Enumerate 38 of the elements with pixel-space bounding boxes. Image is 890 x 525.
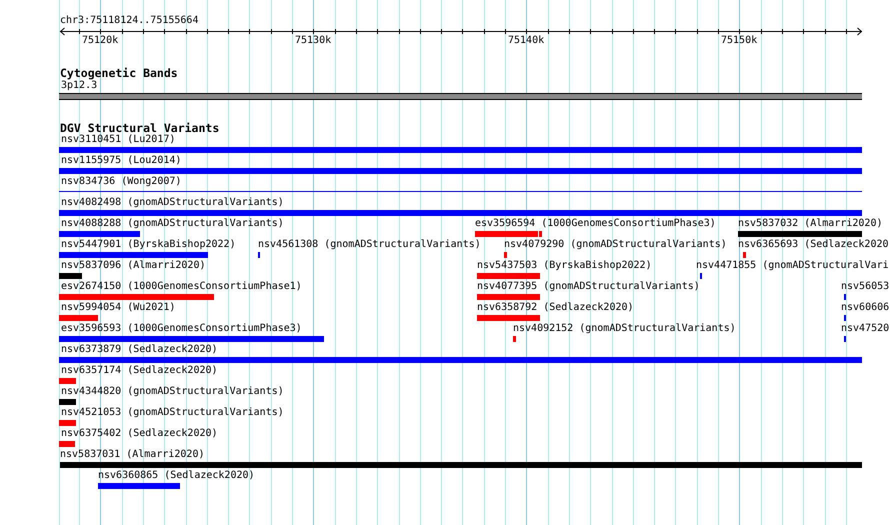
tick-label: 75140k [508, 35, 544, 47]
variant-label: nsv4077395 (gnomADStructuralVariants) [477, 281, 700, 293]
variant-label: nsv56053 [841, 281, 890, 293]
variant-label: esv2674150 (1000GenomesConsortiumPhase1) [61, 281, 302, 293]
variant-label: nsv4344820 (gnomADStructuralVariants) [61, 386, 284, 398]
band-label: 3p12.3 [61, 80, 98, 92]
variant-label: nsv5994054 (Wu2021) [61, 302, 176, 314]
variant-label: nsv5437503 (ByrskaBishop2022) [477, 260, 652, 272]
coordinate-label: chr3:75118124..75155664 [60, 15, 198, 27]
variant-label: nsv6358792 (Sedlazeck2020) [477, 302, 634, 314]
variant-label: esv3596593 (1000GenomesConsortiumPhase3) [61, 323, 302, 335]
variant-label: nsv6375402 (Sedlazeck2020) [61, 428, 218, 440]
variant-label: nsv60606 [841, 302, 890, 314]
variant-label: nsv6360865 (Sedlazeck2020) [98, 470, 255, 482]
variant-label: nsv4088288 (gnomADStructuralVariants) [61, 218, 284, 230]
variant-label: nsv4082498 (gnomADStructuralVariants) [61, 197, 284, 209]
variant-label: nsv1155975 (Lou2014) [61, 155, 182, 167]
variant-label: nsv4079290 (gnomADStructuralVariants) [504, 239, 727, 251]
track-title: Cytogenetic Bands [60, 66, 178, 80]
variant-label: nsv47520 [841, 323, 890, 335]
variant-label: nsv6357174 (Sedlazeck2020) [61, 365, 218, 377]
track-title: DGV Structural Variants [60, 121, 220, 135]
variant-label: nsv5837096 (Almarri2020) [61, 260, 206, 272]
variant-label: nsv4092152 (gnomADStructuralVariants) [513, 323, 736, 335]
variant-label: nsv6373879 (Sedlazeck2020) [61, 344, 218, 356]
variant-label: nsv5447901 (ByrskaBishop2022) [61, 239, 236, 251]
variant-label: nsv3110451 (Lu2017) [61, 134, 176, 146]
variant-label: nsv4471855 (gnomADStructuralVari [696, 260, 889, 272]
variant-label: nsv5837032 (Almarri2020) [738, 218, 882, 230]
variant-label: nsv834736 (Wong2007) [61, 176, 182, 188]
variant-label: esv3596594 (1000GenomesConsortiumPhase3) [475, 218, 716, 230]
variant-label: nsv4521053 (gnomADStructuralVariants) [61, 407, 284, 419]
tick-label: 75130k [295, 35, 332, 47]
tick-label: 75120k [82, 35, 118, 47]
tick-label: 75150k [721, 35, 758, 47]
variant-label: nsv4561308 (gnomADStructuralVariants) [258, 239, 481, 251]
variant-label: nsv6365693 (Sedlazeck2020 [738, 239, 889, 251]
variant-label: nsv5837031 (Almarri2020) [60, 449, 204, 461]
